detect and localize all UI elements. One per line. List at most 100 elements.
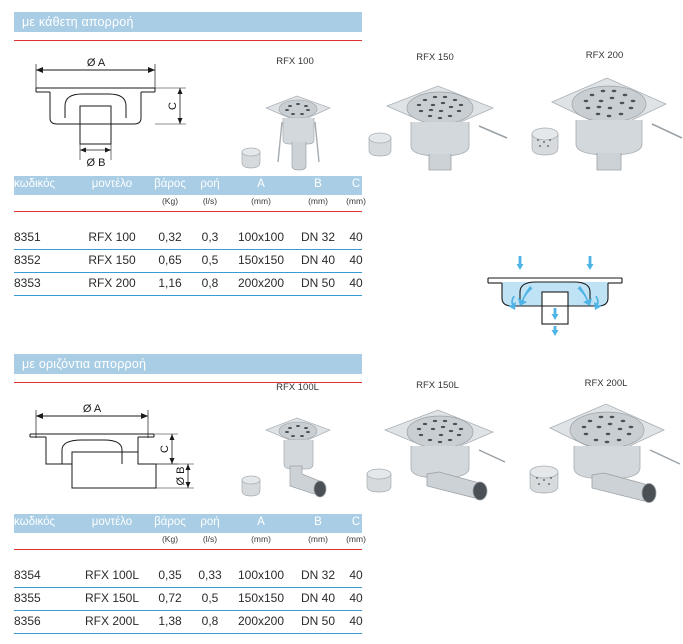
product-label-rfx-200: RFX 200: [585, 50, 624, 61]
product-rfx-150l: RFX 150L: [355, 380, 520, 502]
dimension-label-b: Ø B: [175, 467, 187, 486]
cell-model: RFX 200L: [84, 614, 140, 628]
column-header-weight: βάρος: [154, 178, 186, 190]
cell-a: 200x200: [237, 276, 285, 290]
column-header-a: A: [257, 178, 265, 190]
cell-a: 150x150: [237, 591, 285, 605]
section-title-label: με κάθετη απορροή: [22, 15, 134, 29]
product-rfx-200: RFX 200: [522, 50, 683, 174]
cell-model: RFX 100: [88, 230, 136, 244]
column-header-weight: βάρος: [154, 516, 186, 528]
cell-model: RFX 100L: [84, 568, 140, 582]
cell-code: 8351: [14, 230, 41, 244]
product-rfx-150: RFX 150: [355, 52, 515, 174]
cell-code: 8354: [14, 568, 41, 582]
dimension-label-c: C: [159, 445, 171, 453]
table-header-rule: [14, 549, 362, 550]
table-header-rule: [14, 211, 362, 212]
water-flow-diagram: [480, 252, 630, 337]
column-header-c: C: [351, 178, 361, 190]
cell-b: DN 50: [300, 276, 335, 290]
column-header-model: μοντέλο: [91, 516, 133, 528]
cell-c: 40: [349, 568, 363, 582]
column-header-flow: ροή: [200, 178, 220, 190]
product-label-rfx-100l: RFX 100L: [276, 382, 319, 393]
column-header-code: κωδικός: [14, 178, 56, 190]
cell-c: 40: [349, 230, 363, 244]
product-rfx-100: RFX 100: [240, 56, 350, 173]
table-units-row: (Kg) (l/s) (mm) (mm) (mm): [14, 195, 366, 211]
cell-weight: 0,32: [158, 230, 182, 244]
column-header-model: μοντέλο: [91, 178, 133, 190]
cell-a: 100x100: [237, 230, 285, 244]
cell-code: 8356: [14, 614, 41, 628]
table-row: 8352 RFX 150 0,65 0,5 150x150 DN 40 40: [14, 250, 363, 273]
table-row: 8354 RFX 100L 0,35 0,33 100x100 DN 32 40: [14, 565, 363, 588]
spec-table-vertical: κωδικός μοντέλο βάρος ροή A B C (Kg) (l/…: [14, 176, 366, 296]
cell-c: 40: [349, 276, 363, 290]
product-images-vertical: RFX 100: [230, 50, 683, 175]
unit-weight: (Kg): [161, 534, 179, 544]
cell-model: RFX 200: [88, 276, 136, 290]
section-title-rule: [14, 382, 362, 383]
unit-b: (mm): [308, 196, 328, 206]
cell-b: DN 40: [300, 253, 335, 267]
table-header-row: κωδικός μοντέλο βάρος ροή A B C: [14, 176, 362, 195]
dimension-label-b: Ø B: [87, 157, 106, 169]
table-spacer: [14, 212, 362, 227]
table-row: 8356 RFX 200L 1,38 0,8 200x200 DN 50 40: [14, 611, 363, 634]
product-label-rfx-150: RFX 150: [416, 52, 454, 63]
product-label-rfx-200l: RFX 200L: [584, 378, 628, 389]
unit-flow: (l/s): [202, 196, 218, 206]
section-title-band: με οριζόντια απορροή: [14, 354, 362, 374]
column-header-c: C: [351, 516, 361, 528]
table-spacer: [14, 550, 362, 565]
cell-a: 100x100: [237, 568, 285, 582]
unit-a: (mm): [251, 534, 271, 544]
cell-weight: 0,72: [158, 591, 182, 605]
column-header-a: A: [257, 516, 265, 528]
column-header-flow: ροή: [200, 516, 220, 528]
cell-flow: 0,5: [201, 591, 219, 605]
product-label-rfx-150l: RFX 150L: [416, 380, 459, 391]
table-header-row: κωδικός μοντέλο βάρος ροή A B C: [14, 514, 362, 533]
product-images-horizontal: RFX 100L RFX 150L: [230, 378, 683, 505]
table-units-row: (Kg) (l/s) (mm) (mm) (mm): [14, 533, 366, 549]
cell-b: DN 50: [300, 614, 335, 628]
technical-drawing-horizontal: Ø A C Ø B: [10, 394, 225, 512]
product-rfx-200l: RFX 200L: [522, 378, 683, 504]
cell-b: DN 32: [300, 230, 335, 244]
cell-a: 150x150: [237, 253, 285, 267]
unit-b: (mm): [308, 534, 328, 544]
cell-c: 40: [349, 591, 363, 605]
cell-code: 8353: [14, 276, 41, 290]
unit-weight: (Kg): [161, 196, 179, 206]
dimension-label-a: Ø A: [87, 57, 106, 69]
spec-table-horizontal: κωδικός μοντέλο βάρος ροή A B C (Kg) (l/…: [14, 514, 366, 634]
technical-drawing-vertical: Ø A Ø B C: [10, 50, 225, 175]
cell-b: DN 32: [300, 568, 335, 582]
cell-flow: 0,33: [198, 568, 222, 582]
column-header-code: κωδικός: [14, 516, 56, 528]
cell-b: DN 40: [300, 591, 335, 605]
cell-flow: 0,8: [201, 276, 219, 290]
section-title-band: με κάθετη απορροή: [14, 12, 362, 32]
dimension-label-a: Ø A: [83, 403, 102, 415]
unit-c: (mm): [346, 534, 366, 544]
cell-flow: 0,5: [201, 253, 219, 267]
table-row: 8351 RFX 100 0,32 0,3 100x100 DN 32 40: [14, 227, 363, 250]
unit-flow: (l/s): [202, 534, 218, 544]
column-header-b: B: [314, 516, 322, 528]
cell-weight: 0,65: [158, 253, 182, 267]
cell-c: 40: [349, 253, 363, 267]
cell-model: RFX 150L: [84, 591, 140, 605]
cell-flow: 0,8: [201, 614, 219, 628]
dimension-label-c: C: [167, 102, 179, 110]
section-title-label: με οριζόντια απορροή: [22, 357, 147, 371]
unit-c: (mm): [346, 196, 366, 206]
cell-c: 40: [349, 614, 363, 628]
product-label-rfx-100: RFX 100: [276, 56, 314, 67]
section-title-rule: [14, 40, 362, 41]
cell-model: RFX 150: [88, 253, 136, 267]
column-header-b: B: [314, 178, 322, 190]
